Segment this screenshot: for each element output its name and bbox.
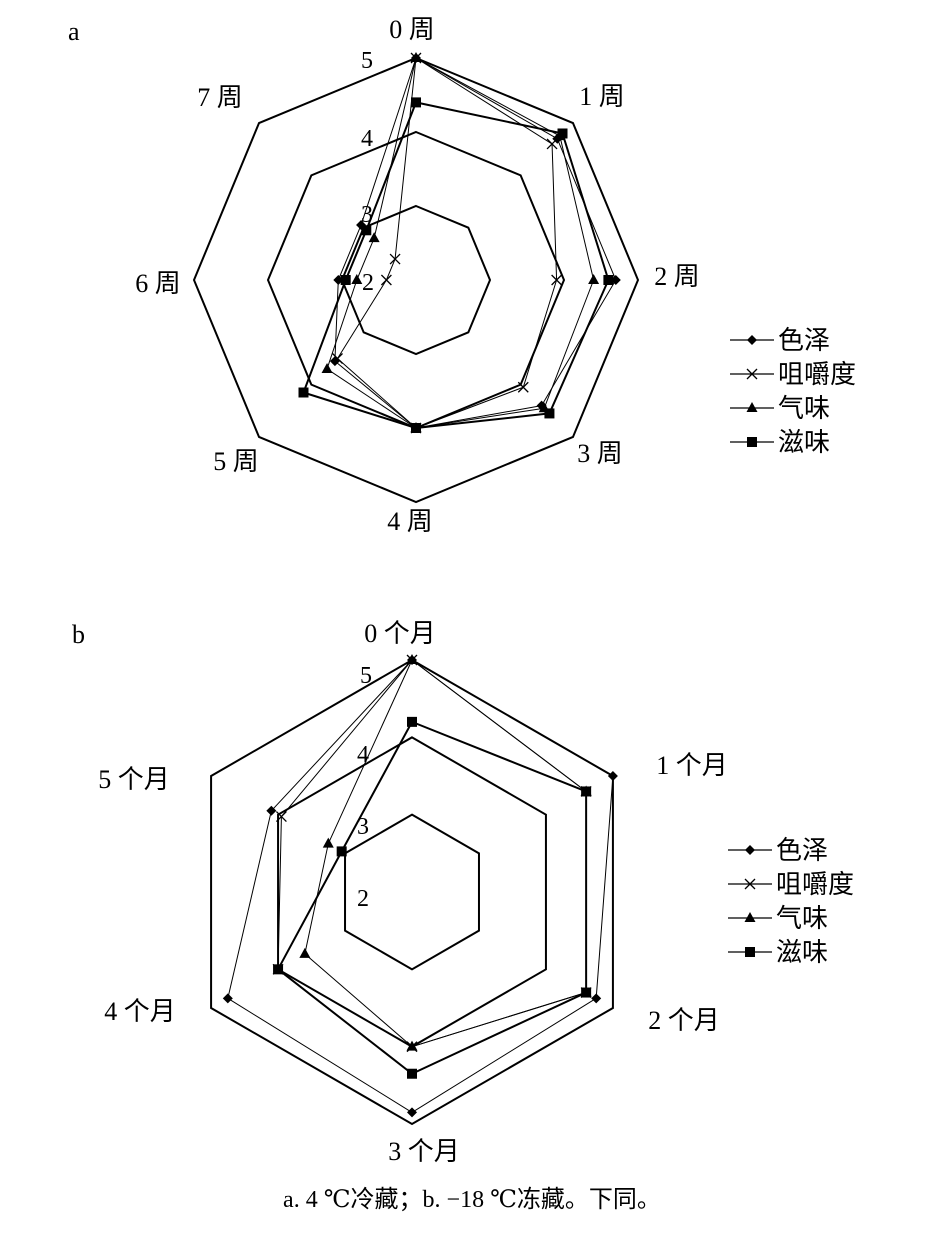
spoke-label-4: 4 个月 xyxy=(104,997,176,1026)
legend-label-1: 咀嚼度 xyxy=(776,870,854,899)
series-3-point-3 xyxy=(544,408,555,419)
series-1 xyxy=(272,654,592,1053)
legend-label-3: 滋味 xyxy=(776,938,828,967)
series-2-point-6 xyxy=(351,274,363,284)
panel-letter-a: a xyxy=(68,17,80,46)
series-line-1 xyxy=(337,57,558,429)
legend-marker-1 xyxy=(746,368,758,380)
legend-marker-0 xyxy=(745,845,755,855)
series-1-point-7 xyxy=(389,253,401,265)
legend-marker-0 xyxy=(747,335,757,345)
series-1-point-3 xyxy=(517,381,529,393)
series-line-2 xyxy=(304,659,587,1048)
series-3-point-1 xyxy=(557,128,568,139)
series-3 xyxy=(273,716,592,1079)
legend-label-2: 气味 xyxy=(778,394,830,423)
series-0 xyxy=(222,655,618,1118)
spoke-label-3: 3 个月 xyxy=(388,1137,460,1166)
panel-letter-b: b xyxy=(72,620,85,649)
series-3-point-0 xyxy=(407,716,417,727)
series-3-point-1 xyxy=(581,786,592,797)
series-3 xyxy=(298,97,614,433)
legend-label-1: 咀嚼度 xyxy=(778,360,856,389)
grid-ring-3 xyxy=(340,204,492,356)
series-2-point-0 xyxy=(410,52,422,62)
series-1-point-1 xyxy=(546,138,558,150)
ring-label-3: 3 xyxy=(357,814,369,840)
series-3-point-3 xyxy=(407,1068,417,1079)
spoke-label-2: 2 个月 xyxy=(648,1006,720,1035)
spoke-label-4: 4 周 xyxy=(387,507,433,536)
series-2-point-5 xyxy=(322,837,334,848)
series-1-point-6 xyxy=(380,274,392,286)
spoke-label-7: 7 周 xyxy=(197,83,243,112)
series-2-point-7 xyxy=(368,232,380,243)
ring-label-4: 4 xyxy=(357,742,369,768)
series-3-point-4 xyxy=(411,423,421,433)
grid-ring-5 xyxy=(210,658,614,1126)
series-2-point-2 xyxy=(588,274,600,284)
ring-label-2: 2 xyxy=(357,886,369,912)
legend-marker-2 xyxy=(746,402,758,412)
series-3-point-4 xyxy=(273,964,284,975)
series-0-point-1 xyxy=(607,771,618,781)
series-line-2 xyxy=(326,57,595,429)
spoke-label-1: 1 周 xyxy=(579,82,625,111)
spoke-label-5: 5 周 xyxy=(213,447,259,476)
spoke-label-6: 6 周 xyxy=(135,269,181,298)
spoke-label-5: 5 个月 xyxy=(98,765,170,794)
legend-label-2: 气味 xyxy=(776,904,828,933)
spoke-label-0: 0 个月 xyxy=(364,619,436,648)
ring-label-5: 5 xyxy=(361,48,373,74)
series-0-point-4 xyxy=(222,993,233,1004)
legend-marker-1 xyxy=(744,878,756,890)
figure-caption: a. 4 ℃冷藏；b. −18 ℃冻藏。下同。 xyxy=(283,1186,661,1213)
legend-label-3: 滋味 xyxy=(778,428,830,457)
spoke-label-2: 2 周 xyxy=(654,262,700,291)
series-1-point-5 xyxy=(332,353,343,364)
series-3-point-2 xyxy=(581,987,592,998)
ring-label-5: 5 xyxy=(360,663,372,689)
ring-label-4: 4 xyxy=(361,126,373,152)
spoke-label-3: 3 周 xyxy=(577,439,623,468)
ring-label-2: 2 xyxy=(362,270,374,296)
legend-marker-3 xyxy=(747,437,757,447)
grid-ring-5 xyxy=(192,56,640,504)
series-0-point-2 xyxy=(591,993,602,1004)
series-3-point-7 xyxy=(361,225,372,236)
series-3-point-6 xyxy=(340,275,351,285)
series-3-point-5 xyxy=(336,846,347,857)
series-3-point-2 xyxy=(603,275,614,285)
spoke-label-0: 0 周 xyxy=(389,15,435,44)
legend-label-0: 色泽 xyxy=(778,326,830,355)
series-2-point-0 xyxy=(406,654,418,664)
series-2-point-3 xyxy=(406,1040,418,1051)
legend-label-0: 色泽 xyxy=(776,836,828,865)
series-2-point-5 xyxy=(321,362,333,373)
series-1-point-5 xyxy=(275,811,287,823)
series-0-point-5 xyxy=(266,805,277,816)
series-3-point-0 xyxy=(411,97,421,108)
spoke-label-1: 1 个月 xyxy=(656,751,728,780)
series-3-point-5 xyxy=(298,387,309,398)
series-line-1 xyxy=(277,659,587,1048)
series-1-point-2 xyxy=(551,274,563,286)
series-2-point-4 xyxy=(299,947,311,958)
series-0-point-3 xyxy=(407,1107,417,1118)
series-2 xyxy=(321,52,600,432)
legend-marker-2 xyxy=(744,912,756,922)
series-line-3 xyxy=(277,720,588,1075)
legend-marker-3 xyxy=(745,947,755,957)
